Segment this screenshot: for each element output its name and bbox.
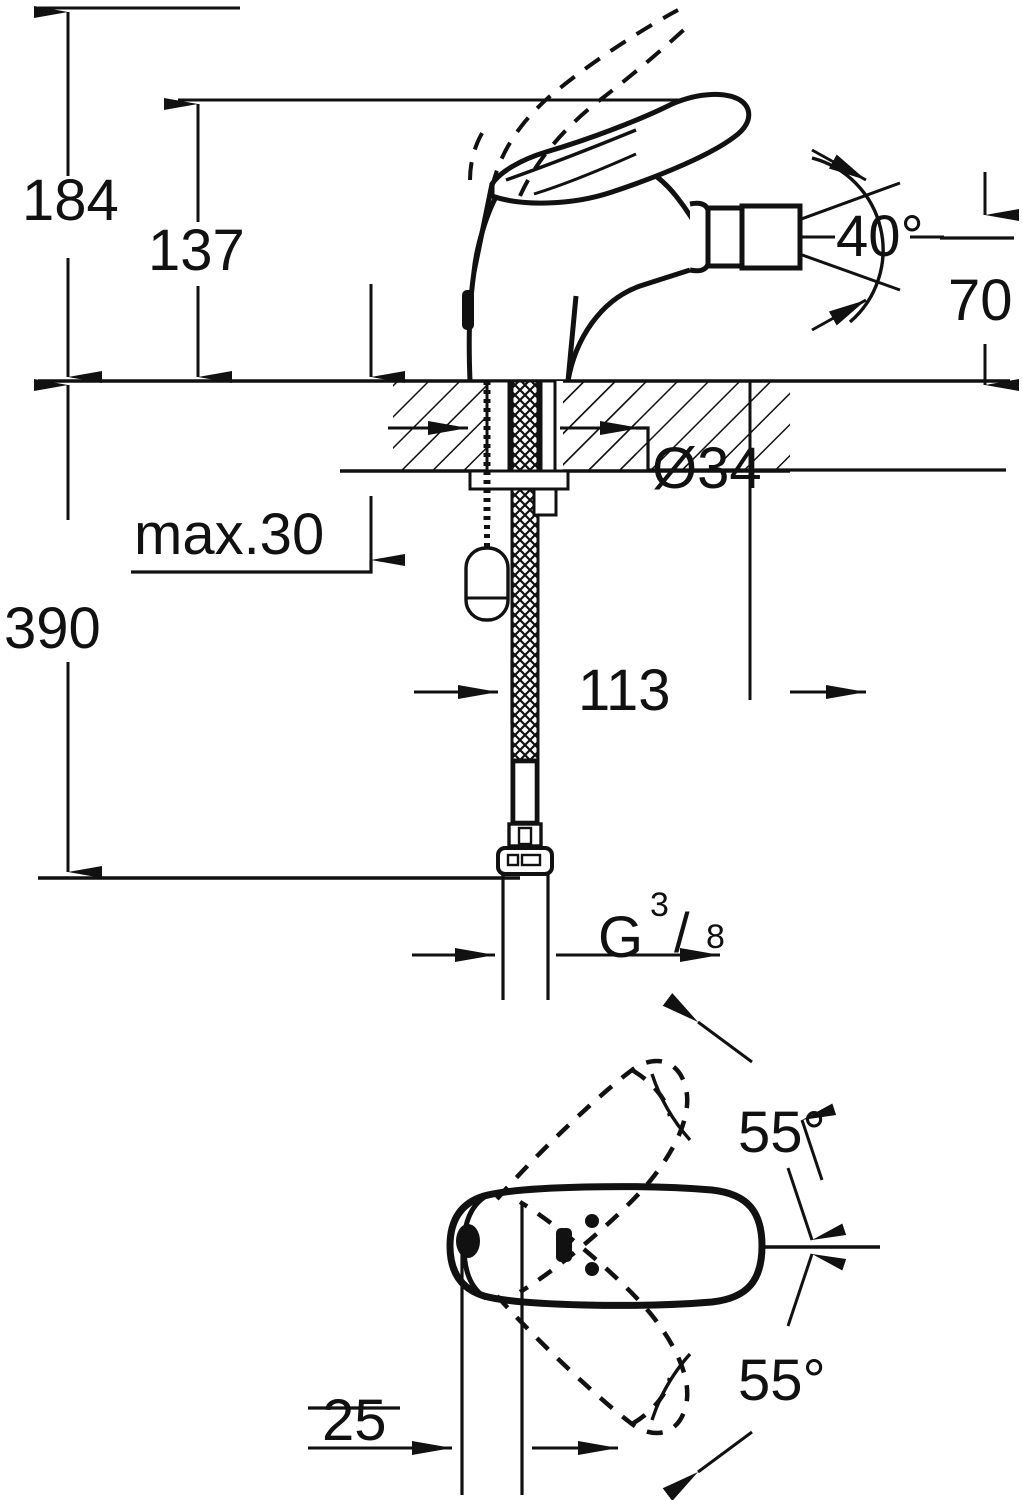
dimension-70 [940,172,1019,391]
plan-view [308,992,880,1500]
dimension-113 [414,381,866,724]
dimension-label-55deg-upper: 55° [738,1100,826,1165]
fixing-nut [468,469,570,517]
faucet-elevation-body [462,91,803,382]
dimension-label-113: 113 [578,658,671,723]
dimension-label-184: 184 [22,168,119,233]
dimension-25 [308,1204,618,1495]
dimension-label-max30: max.30 [134,502,325,567]
pull-rod-and-weight [464,381,510,622]
lever-raised-ghost [468,8,690,197]
gthread-letter: G [598,905,644,970]
dimension-label-70: 70 [948,268,1013,333]
dimension-184 [34,6,240,383]
dimension-55deg-upper [650,992,847,1241]
gthread-numerator: 3 [650,886,669,924]
dimension-label-137: 137 [148,218,245,283]
gthread-slash: / [674,901,690,964]
dimension-label-25: 25 [322,1388,387,1453]
dimension-137 [164,98,700,383]
dimension-55deg-lower [650,1253,847,1500]
dimension-label-40deg: 40° [836,204,924,269]
dimension-d34 [388,421,1006,472]
dimension-390 [34,379,520,880]
dimension-label-gthread: G 3 / 8 [598,886,778,970]
supply-connector [496,846,554,1000]
dimension-label-d34: Ø34 [652,436,762,501]
flexible-hose [507,758,543,848]
gthread-denominator: 8 [706,918,725,956]
dimension-max30 [131,496,405,574]
dimension-label-55deg-lower: 55° [738,1348,826,1413]
dimension-label-390: 390 [4,596,101,661]
